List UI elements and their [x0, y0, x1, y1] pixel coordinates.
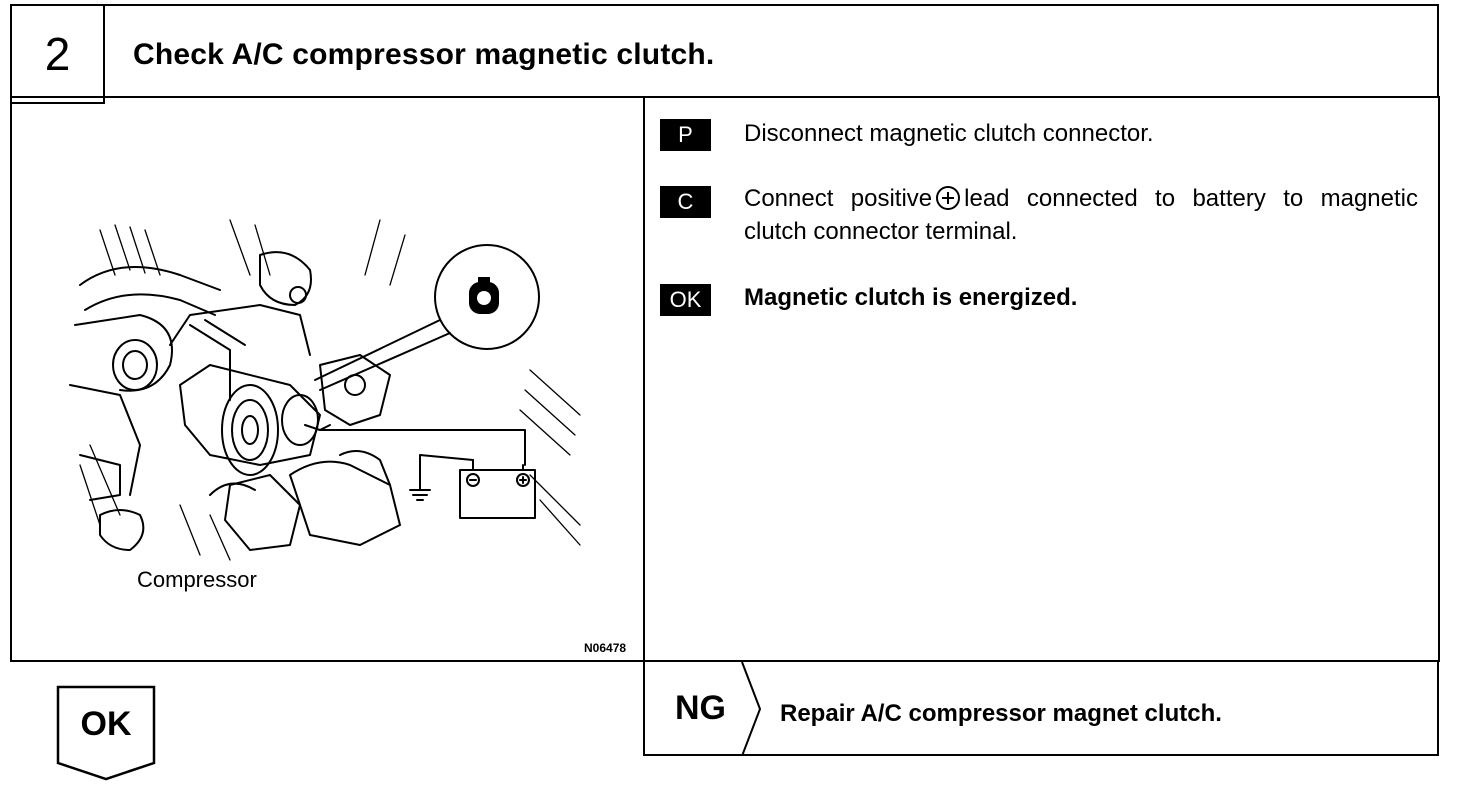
compressor-illustration: [69, 219, 581, 561]
figure-label: Compressor: [137, 567, 257, 592]
ok-result-label: OK: [80, 705, 132, 743]
ng-result-box: [643, 662, 1439, 756]
instruction-text-c-before: Connect positive: [744, 185, 933, 212]
plus-circle-icon: [936, 186, 961, 210]
ok-arrow-tag: [56, 685, 156, 781]
step-number: 2: [10, 4, 105, 104]
ng-result-action: Repair A/C compressor magnet clutch.: [780, 700, 1222, 727]
instruction-text-p: Disconnect magnetic clutch connector.: [744, 120, 1154, 147]
instruction-tag-ok: OK: [660, 284, 711, 316]
instruction-text-ok: Magnetic clutch is energized.: [744, 284, 1078, 311]
column-divider: [643, 96, 645, 662]
instruction-text-c-after: lead connected to battery to magnetic cl…: [744, 185, 1418, 245]
instruction-tag-p: P: [660, 119, 711, 151]
hatch-lines: [79, 219, 581, 561]
figure-code: N06478: [584, 641, 627, 655]
ng-chevron-divider: [741, 662, 762, 756]
ng-result-label: NG: [675, 689, 726, 727]
instruction-tag-c: C: [660, 186, 711, 218]
step-title: Check A/C compressor magnetic clutch.: [133, 38, 715, 71]
step-body: [10, 96, 1440, 662]
